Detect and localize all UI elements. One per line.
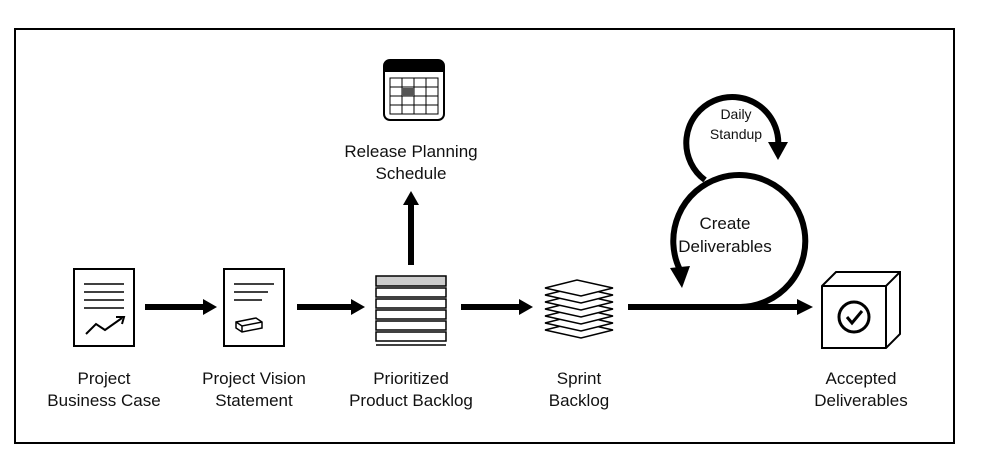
accepted-deliverables-box-icon [821, 271, 901, 349]
sprint-backlog-sheets-icon [544, 279, 614, 339]
node-label-accepted: Accepted Deliverables [814, 369, 908, 410]
calendar-icon [383, 59, 445, 121]
node-label-sprint: Sprint Backlog [548, 369, 610, 410]
create-deliverables-loop [670, 172, 809, 310]
daily-standup-loop [683, 93, 782, 183]
node-label-business-case: Project Business Case [47, 369, 161, 410]
loop-label-standup: Daily Standup [709, 106, 763, 142]
create-loop-arrowhead [670, 266, 690, 288]
product-backlog-stack-icon [375, 275, 447, 346]
standup-loop-arrowhead [768, 142, 788, 160]
node-label-backlog: Prioritized Product Backlog [349, 369, 473, 410]
node-label-vision: Project Vision Statement [202, 369, 306, 410]
business-case-document-icon [73, 268, 135, 347]
loop-label-create: Create Deliverables [678, 214, 772, 256]
arrow-to-accepted [797, 299, 813, 315]
diagram-frame [14, 28, 955, 444]
node-label-release: Release Planning Schedule [344, 142, 478, 183]
vision-statement-document-icon [223, 268, 285, 347]
